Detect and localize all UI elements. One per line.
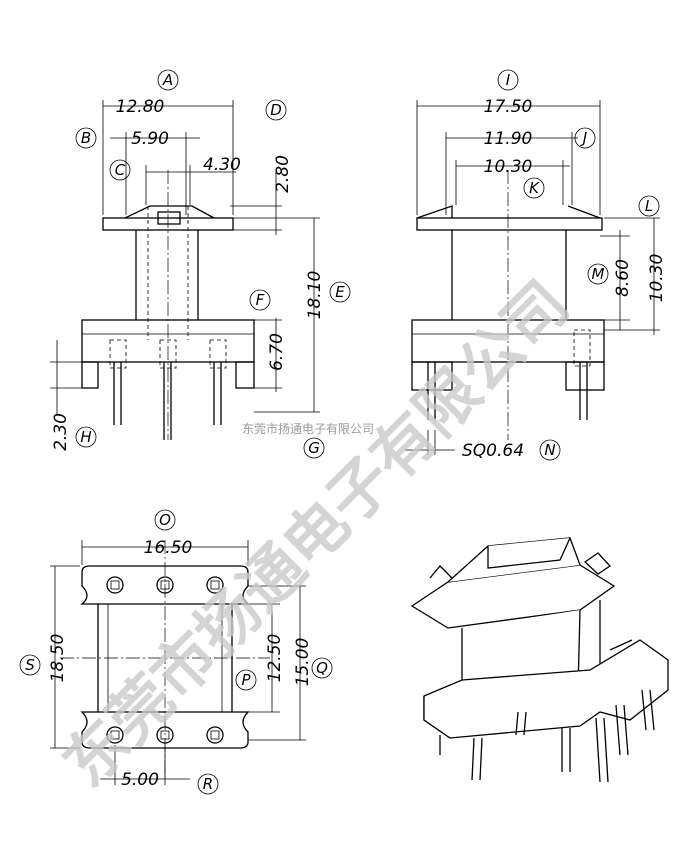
dim-s-value: 18.50 (48, 634, 68, 683)
label-a: A (162, 71, 173, 89)
label-g: G (308, 439, 320, 457)
label-m: M (592, 265, 605, 283)
label-e: E (335, 283, 345, 301)
dim-n-value: SQ0.64 (462, 441, 524, 461)
side-view (404, 100, 660, 455)
dim-p-value: 12.50 (265, 634, 285, 683)
label-i: I (506, 71, 511, 89)
dim-i-value: 17.50 (484, 97, 533, 117)
dim-l-value: 10.30 (647, 254, 667, 303)
dimension-texts: 12.80 5.90 4.30 2.80 18.10 6.70 2.30 17.… (48, 97, 667, 790)
watermark-small-text: 东莞市扬通电子有限公司 (242, 421, 374, 436)
label-s: S (25, 656, 35, 674)
dim-k-value: 10.30 (484, 157, 533, 177)
isometric-view (410, 537, 669, 783)
dim-o-value: 16.50 (144, 538, 193, 558)
label-n: N (544, 441, 555, 459)
label-r: R (203, 775, 213, 793)
dim-a-value: 12.80 (116, 97, 165, 117)
dim-r-value: 5.00 (121, 770, 159, 790)
dim-d-value: 2.80 (273, 155, 293, 193)
label-h: H (80, 428, 91, 446)
dim-h-value: 2.30 (51, 413, 71, 451)
label-q: Q (316, 659, 328, 677)
label-b: B (81, 129, 91, 147)
dim-f-value: 6.70 (267, 333, 287, 371)
dim-c-value: 4.30 (203, 155, 241, 175)
label-k: K (529, 179, 540, 197)
label-o: O (159, 511, 171, 529)
dim-m-value: 8.60 (613, 259, 633, 297)
dim-j-value: 11.90 (484, 129, 533, 149)
dim-b-value: 5.90 (131, 129, 169, 149)
label-l: L (645, 197, 653, 215)
label-p: P (241, 671, 251, 689)
label-j: J (580, 129, 587, 147)
top-view (50, 540, 306, 785)
dim-e-value: 18.10 (305, 271, 325, 320)
dim-q-value: 15.00 (293, 638, 313, 687)
label-d: D (270, 101, 282, 119)
reference-labels: A B C D E F G H I J K M L N O P Q R S (19, 69, 660, 795)
label-c: C (115, 161, 126, 179)
label-f: F (256, 291, 265, 309)
front-view (50, 100, 320, 440)
